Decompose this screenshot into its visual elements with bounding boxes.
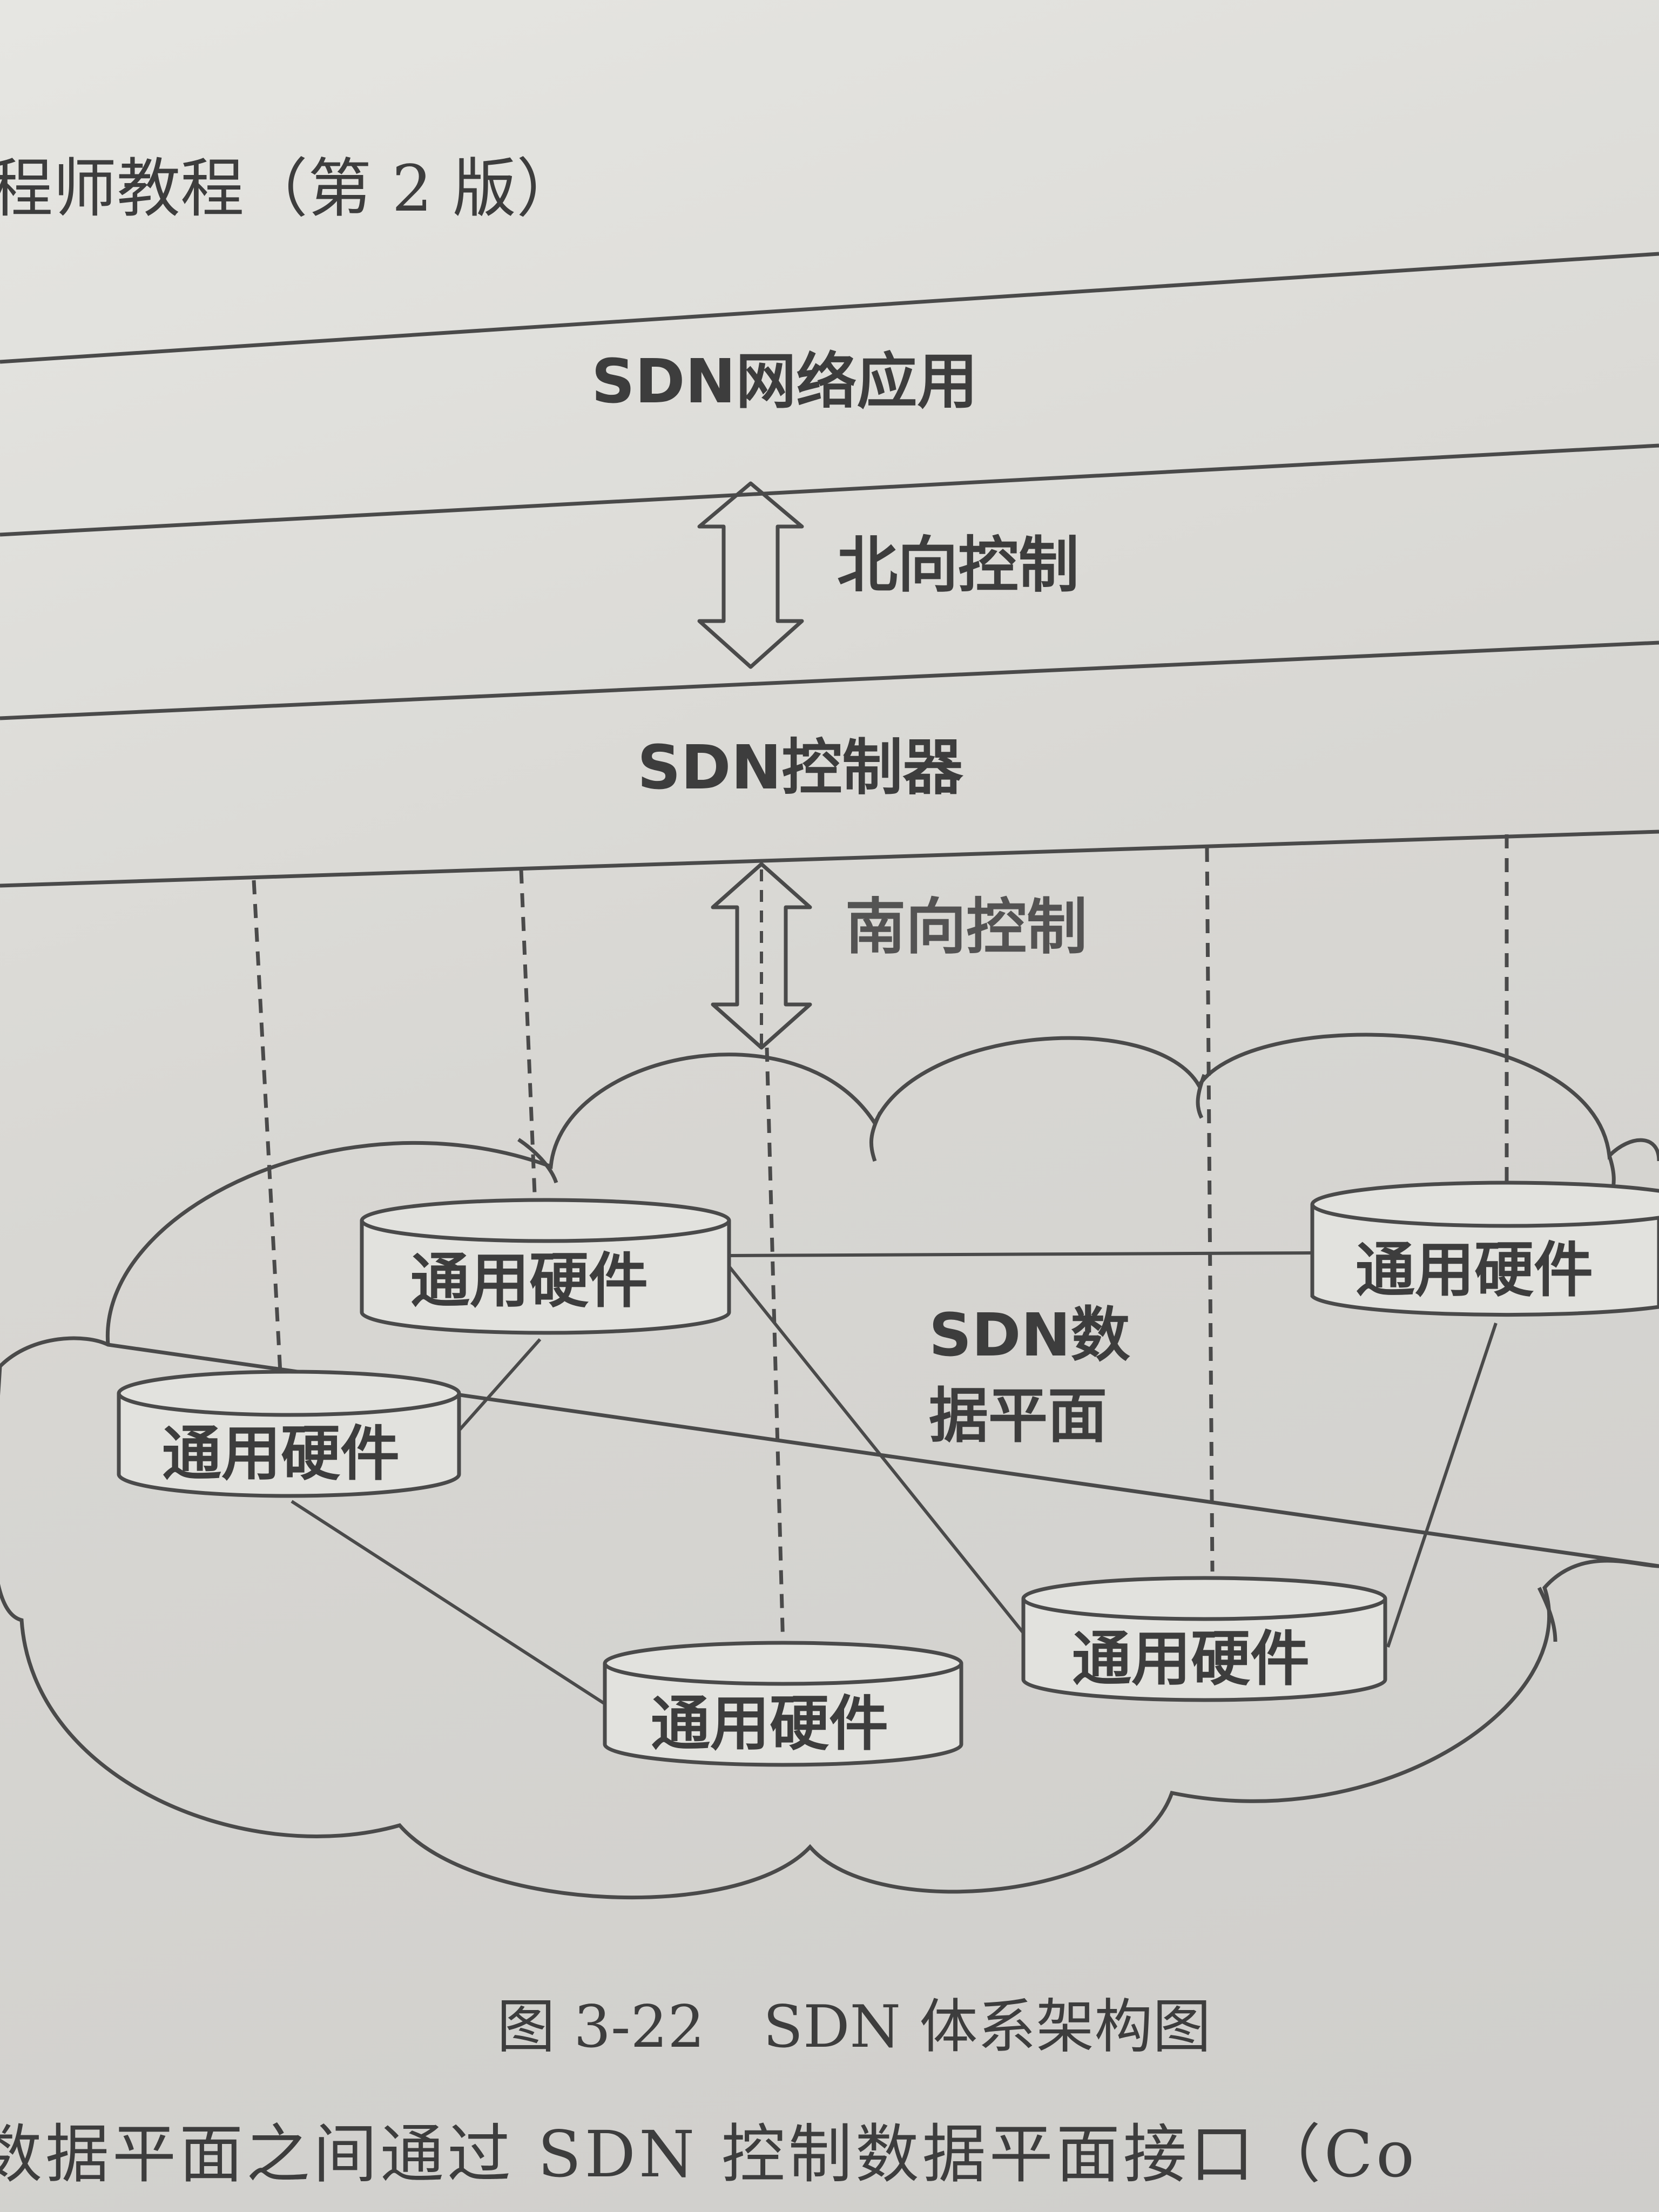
southbound-arrow-icon bbox=[711, 862, 812, 1050]
device-links bbox=[291, 1251, 1498, 1705]
hardware-device-5: 通用硬件 bbox=[603, 1641, 963, 1767]
hardware-device-2: 通用硬件 bbox=[117, 1370, 461, 1498]
running-title: 程师教程（第 2 版） bbox=[0, 151, 580, 226]
layer-line-app-bottom bbox=[0, 443, 1659, 537]
northbound-label: 北向控制 bbox=[837, 530, 1079, 601]
data-plane-label-line2: 据平面 bbox=[929, 1381, 1107, 1451]
hardware-label: 通用硬件 bbox=[651, 1689, 888, 1758]
layer-line-controller-top bbox=[0, 640, 1659, 720]
figure-caption: 图 3-22 SDN 体系架构图 bbox=[497, 1993, 1211, 2061]
application-layer-label: SDN网络应用 bbox=[591, 347, 977, 417]
hardware-label: 通用硬件 bbox=[1072, 1624, 1310, 1694]
southbound-label: 南向控制 bbox=[845, 892, 1087, 962]
layer-line-controller-bottom bbox=[0, 830, 1659, 888]
northbound-arrow-icon bbox=[697, 481, 804, 669]
control-dashed-lines bbox=[252, 834, 1509, 1648]
body-text-line: 数据平面之间通过 SDN 控制数据平面接口（Co bbox=[0, 2117, 1418, 2191]
layer-line-top bbox=[0, 252, 1659, 364]
hardware-device-4: 通用硬件 bbox=[1021, 1576, 1387, 1702]
hardware-device-3: 通用硬件 bbox=[1310, 1181, 1659, 1317]
hardware-label: 通用硬件 bbox=[1355, 1236, 1593, 1305]
data-plane-label-line1: SDN数 bbox=[929, 1300, 1130, 1370]
hardware-label: 通用硬件 bbox=[410, 1246, 648, 1316]
hardware-label: 通用硬件 bbox=[162, 1419, 400, 1488]
data-plane-cloud bbox=[0, 1033, 1659, 1899]
hardware-device-1: 通用硬件 bbox=[360, 1198, 731, 1335]
controller-layer-label: SDN控制器 bbox=[637, 733, 963, 803]
cloud-inner-stroke bbox=[517, 1074, 1616, 1642]
